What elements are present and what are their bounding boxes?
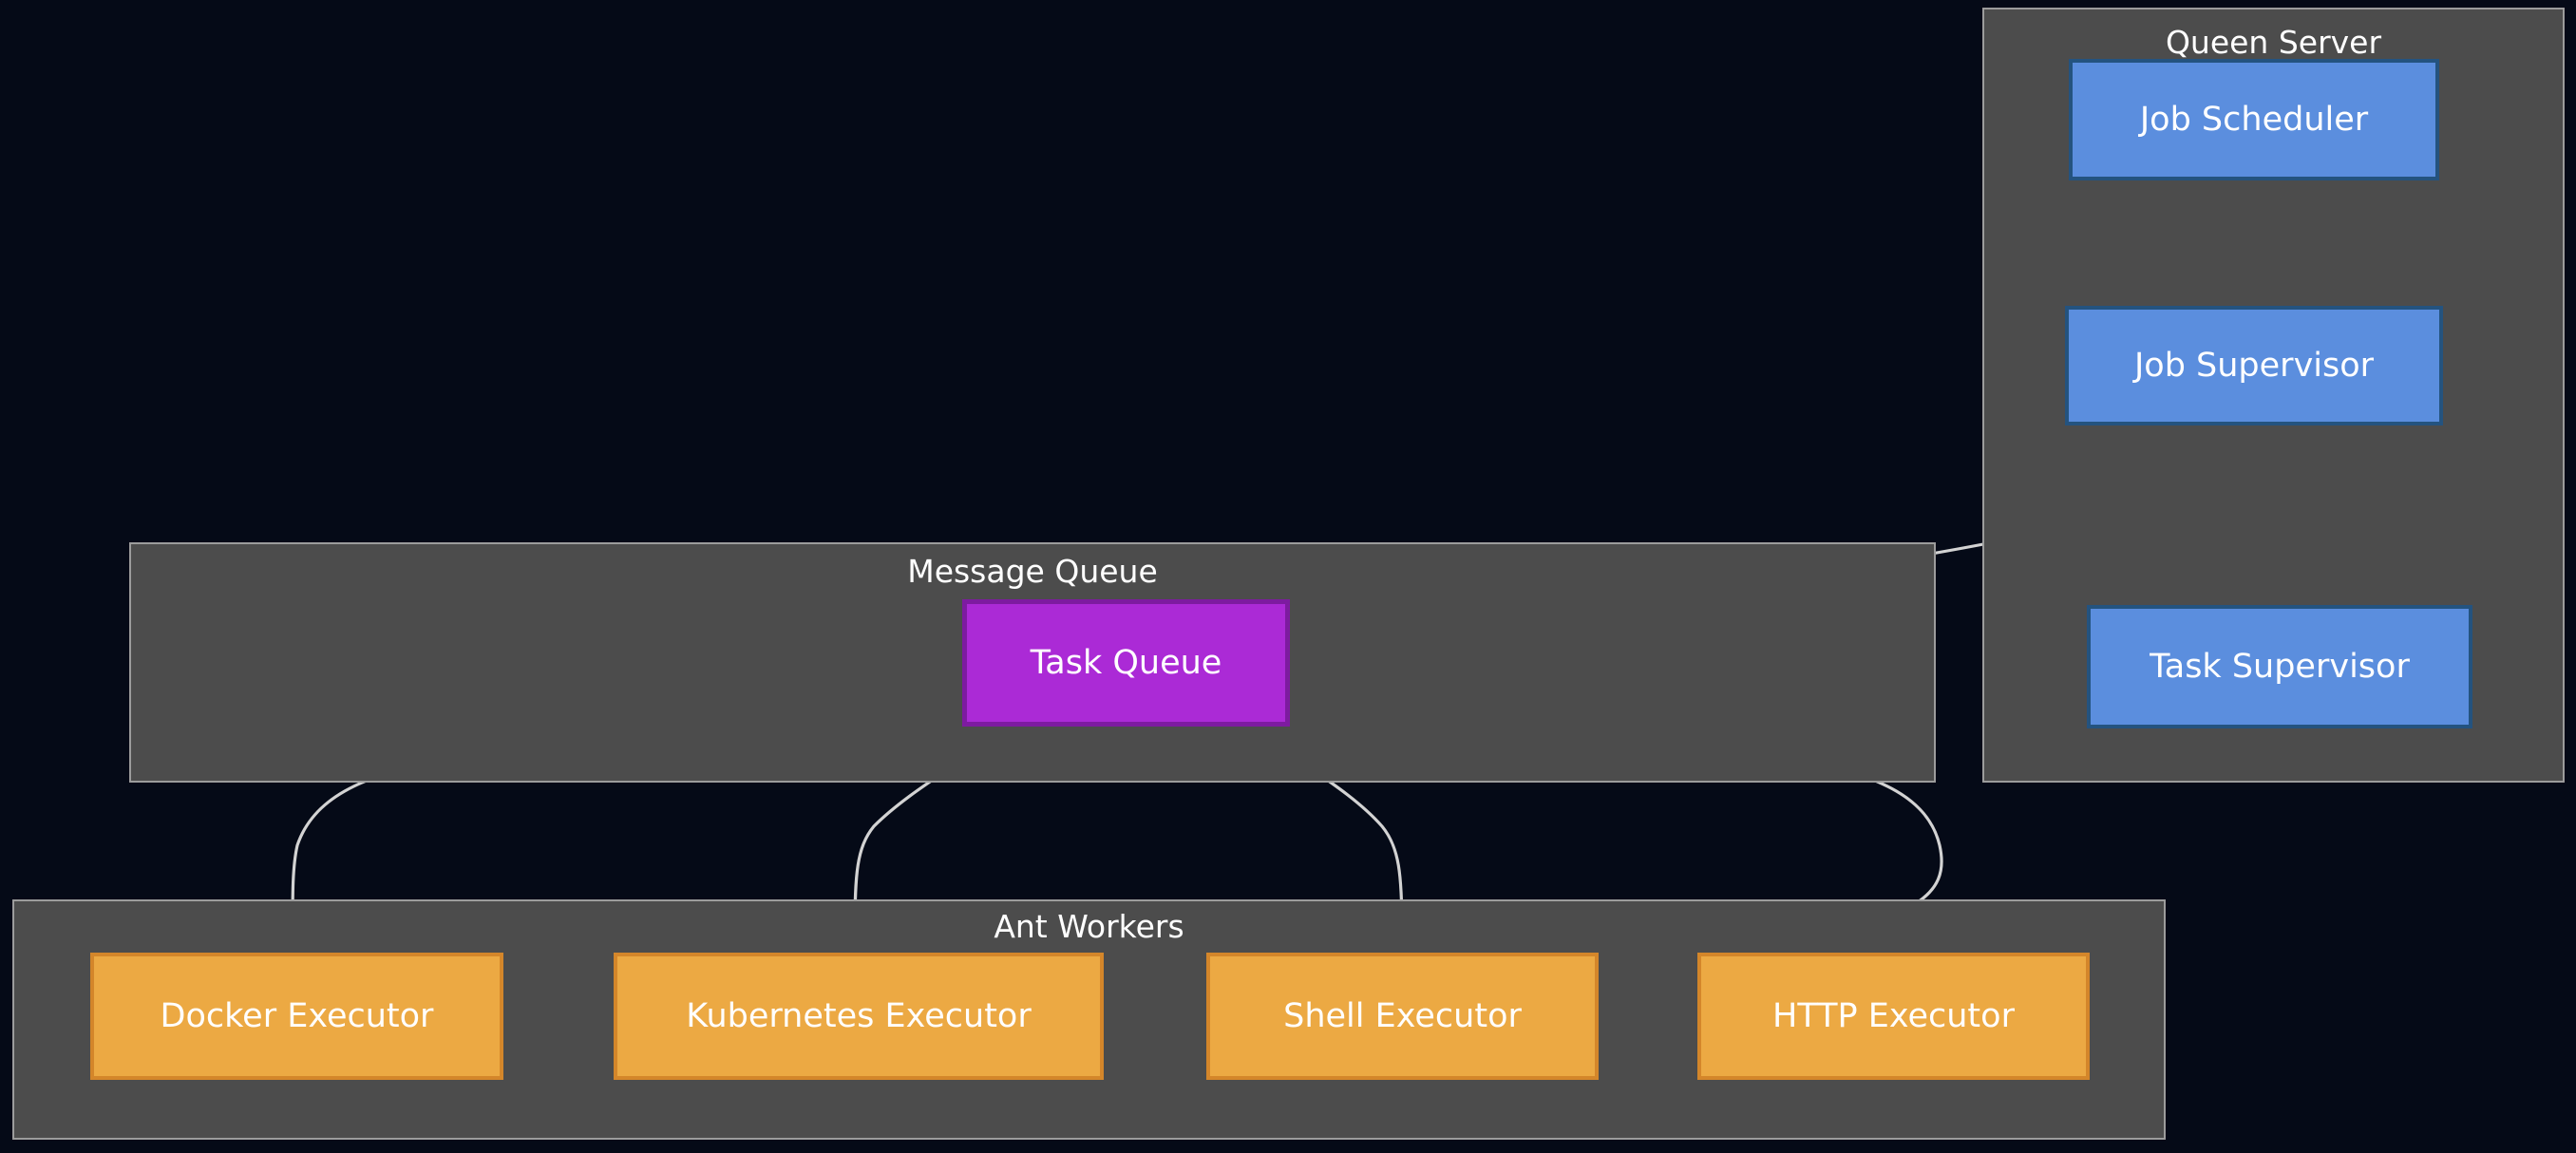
cluster-label-queen-server: Queen Server bbox=[2165, 24, 2382, 61]
node-http-executor[interactable]: HTTP Executor bbox=[1697, 953, 2090, 1080]
cluster-label-ant-workers: Ant Workers bbox=[994, 908, 1184, 945]
node-task-queue[interactable]: Task Queue bbox=[962, 599, 1290, 727]
node-task-supervisor[interactable]: Task Supervisor bbox=[2087, 605, 2472, 728]
node-label-task-supervisor: Task Supervisor bbox=[2150, 647, 2410, 686]
node-label-docker-executor: Docker Executor bbox=[160, 996, 434, 1035]
node-job-scheduler[interactable]: Job Scheduler bbox=[2069, 59, 2439, 180]
node-docker-executor[interactable]: Docker Executor bbox=[90, 953, 503, 1080]
node-label-kubernetes-executor: Kubernetes Executor bbox=[686, 996, 1032, 1035]
node-label-http-executor: HTTP Executor bbox=[1772, 996, 2015, 1035]
node-label-task-queue: Task Queue bbox=[1030, 643, 1222, 682]
node-job-supervisor[interactable]: Job Supervisor bbox=[2065, 306, 2443, 425]
node-shell-executor[interactable]: Shell Executor bbox=[1206, 953, 1599, 1080]
node-label-job-supervisor: Job Supervisor bbox=[2133, 346, 2375, 385]
cluster-label-message-queue: Message Queue bbox=[907, 553, 1158, 590]
node-label-shell-executor: Shell Executor bbox=[1283, 996, 1522, 1035]
node-label-job-scheduler: Job Scheduler bbox=[2139, 100, 2369, 139]
node-kubernetes-executor[interactable]: Kubernetes Executor bbox=[614, 953, 1104, 1080]
